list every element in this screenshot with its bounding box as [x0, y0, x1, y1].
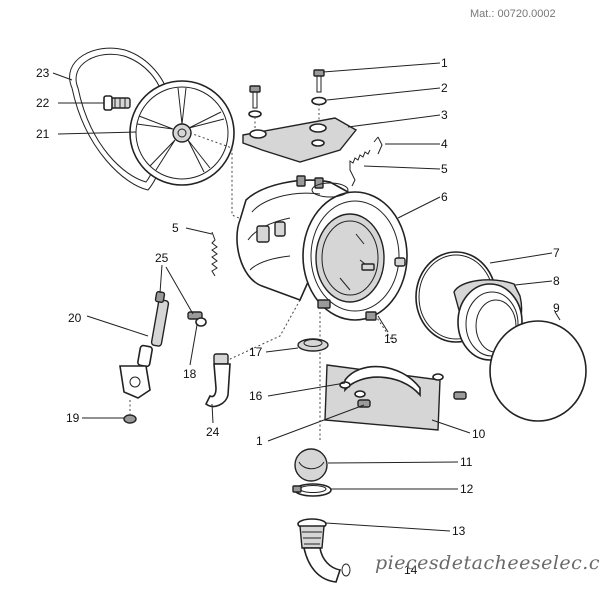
callout-24: 24: [206, 425, 220, 439]
shock-pin: [187, 311, 207, 327]
callout-1a: 1: [441, 56, 448, 70]
hose-clamp: [292, 483, 332, 497]
rear-disc: [489, 320, 587, 422]
foot-screw: [123, 400, 137, 424]
clip: [373, 136, 383, 155]
callout-11: 11: [460, 455, 473, 469]
callout-5a: 5: [441, 162, 448, 176]
callout-13: 13: [452, 524, 466, 538]
drain-ball: [294, 448, 328, 482]
callout-25: 25: [155, 251, 169, 265]
pulley-bolt: [103, 95, 131, 111]
callout-21: 21: [36, 127, 50, 141]
o-ring: [341, 563, 351, 577]
callout-19: 19: [66, 411, 80, 425]
callout-20: 20: [68, 311, 82, 325]
shock-absorber: [119, 290, 170, 399]
callout-5b: 5: [172, 221, 179, 235]
callout-22: 22: [36, 96, 50, 110]
tub-spring-left: [211, 231, 218, 277]
plate-screws: [357, 391, 467, 408]
callout-9: 9: [553, 301, 560, 315]
callout-labels: 1 2 3 4 5 6 5 7 8 9 10 11 12 13 14 15 16…: [36, 56, 560, 577]
callout-23: 23: [36, 66, 50, 80]
callout-16: 16: [249, 389, 263, 403]
callout-7: 7: [553, 246, 560, 260]
callout-4: 4: [441, 137, 448, 151]
leader-lines: [52, 62, 561, 532]
callout-15: 15: [384, 332, 398, 346]
callout-14: 14: [404, 563, 418, 577]
callout-1b: 1: [256, 434, 263, 448]
grommet: [297, 338, 329, 352]
drum-pulley: [129, 80, 235, 186]
callout-6: 6: [441, 190, 448, 204]
reference-text: Mat.: 00720.0002: [470, 8, 556, 20]
callout-12: 12: [460, 482, 474, 496]
counterweight-plate: [324, 364, 444, 431]
tub-spring-right: [349, 149, 371, 187]
callout-10: 10: [472, 427, 486, 441]
callout-18: 18: [183, 367, 197, 381]
callout-2: 2: [441, 81, 448, 95]
top-bolts: [248, 69, 327, 128]
drain-hose: [297, 518, 342, 583]
callout-8: 8: [553, 274, 560, 288]
tub-assembly: [236, 175, 408, 321]
air-hose: [204, 353, 231, 408]
top-bracket: [242, 117, 358, 163]
callout-17: 17: [249, 345, 263, 359]
watermark: piecesdetacheeselec.com: [375, 552, 600, 574]
callout-3: 3: [441, 108, 448, 122]
